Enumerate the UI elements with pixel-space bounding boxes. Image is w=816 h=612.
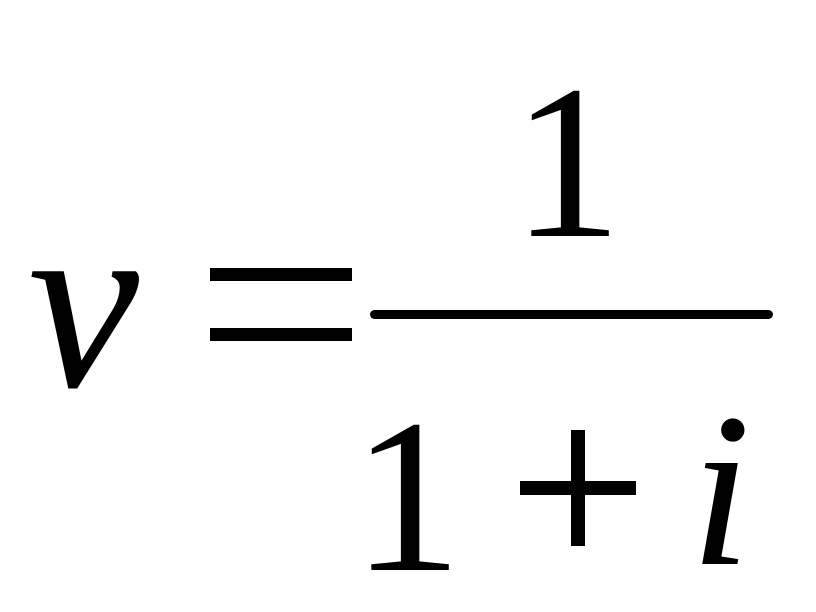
variable-v: v xyxy=(28,164,139,441)
equals-bar-bottom xyxy=(210,328,352,341)
plus-vertical xyxy=(571,430,585,546)
variable-i: i xyxy=(690,368,752,612)
numerator-one: 1 xyxy=(512,40,622,284)
denominator-one: 1 xyxy=(352,374,462,612)
fraction-bar xyxy=(370,310,773,319)
equals-bar-top xyxy=(210,268,352,281)
